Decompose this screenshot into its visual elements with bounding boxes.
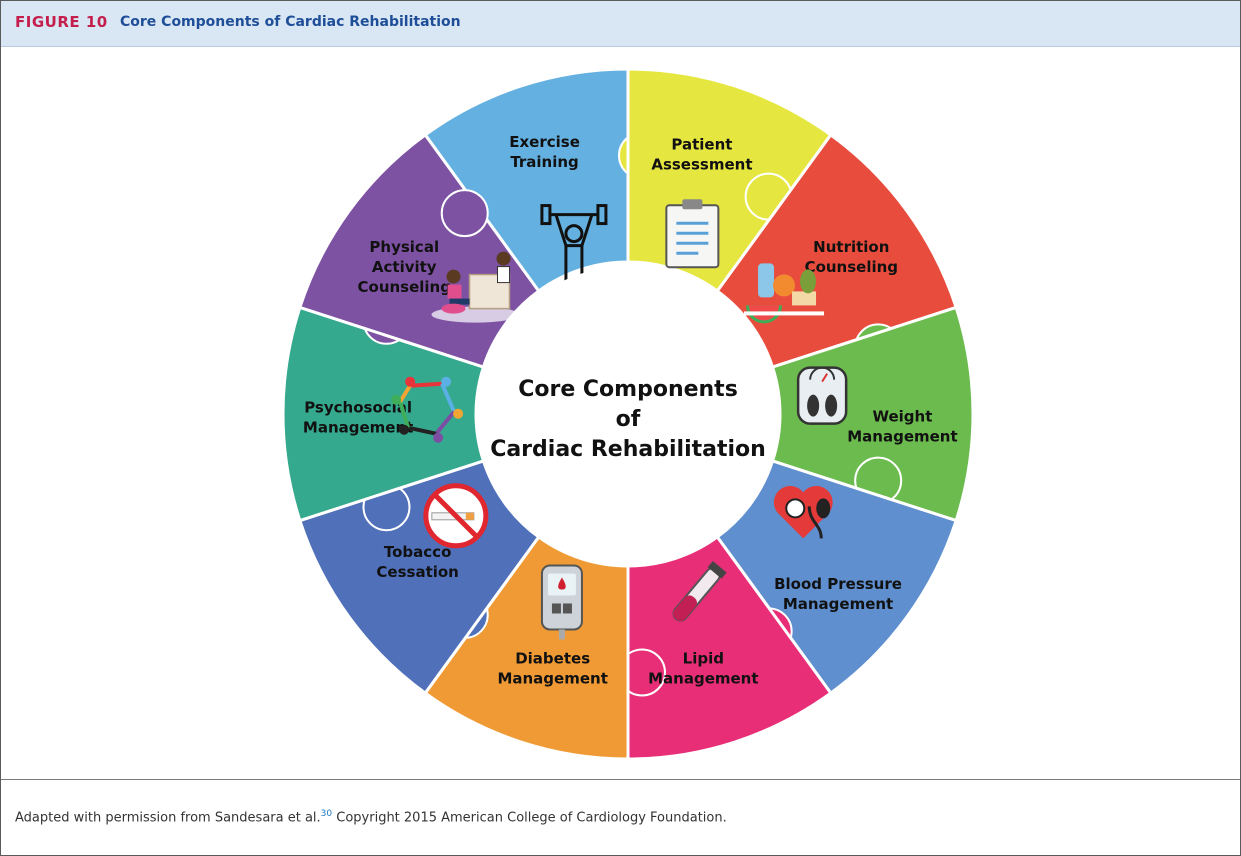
segment-label-line: Management [648,669,758,687]
food-icon [744,263,825,324]
segment-lipid [626,534,833,761]
segment-label-line: Lipid [683,649,724,667]
segment-label-line: Diabetes [515,649,590,667]
segment-label-line: Blood Pressure [774,575,902,593]
segment-label-line: Psychosocial [304,398,412,416]
caption-text: Adapted with permission from Sandesara e… [15,810,321,826]
counseling-desk-icon [431,251,520,323]
figure-title: Core Components of Cardiac Rehabilitatio… [120,14,461,30]
clipboard-icon [665,199,720,269]
center-circle [480,266,776,562]
figure-label: FIGURE 10 [15,13,108,31]
segment-label-line: Management [847,427,957,445]
caption-reference: 30 [320,809,333,819]
segment-label-line: Counseling [805,258,898,276]
weightlifter-icon [540,204,608,284]
segment-label-line: Tobacco [384,543,452,561]
segment-label-line: Management [783,595,893,613]
segment-label-line: Patient [671,136,732,154]
caption-divider [1,779,1240,780]
segment-lipid-shape [626,534,833,761]
caption-copyright: Copyright 2015 American College of Cardi… [332,810,727,826]
people-circle-icon [391,376,464,443]
center-title-line1: Core Components [518,377,738,402]
segment-label-line: Weight [872,407,932,425]
center-title-line2: of [616,407,641,432]
segment-weight [770,305,975,523]
segment-bp-shape [715,459,959,696]
segment-label-line: Management [303,418,413,436]
segment-label-line: Activity [372,258,437,276]
center-title-line3: Cardiac Rehabilitation [490,437,766,462]
segment-bp [715,459,959,696]
segment-label-line: Exercise [509,133,580,151]
segment-label-line: Training [510,153,578,171]
blood-pressure-cuff-icon [773,485,833,539]
segment-psychosocial [281,305,486,523]
glucose-meter-icon [540,564,583,640]
segment-label-line: Management [497,669,607,687]
segment-label-line: Cessation [376,563,458,581]
segment-label-line: Physical [369,238,439,256]
segment-label-line: Counseling [358,278,451,296]
test-tube-icon [672,561,727,622]
segment-weight-shape [770,305,975,523]
segment-psychosocial-shape [281,305,486,523]
figure-header: FIGURE 10 Core Components of Cardiac Reh… [1,1,1240,47]
figure-caption: Adapted with permission from Sandesara e… [15,809,727,825]
segment-label-line: Nutrition [813,238,889,256]
segment-label-line: Assessment [651,156,752,174]
no-smoking-icon [423,483,489,549]
puzzle-knob [440,189,489,238]
scale-icon [796,366,848,425]
